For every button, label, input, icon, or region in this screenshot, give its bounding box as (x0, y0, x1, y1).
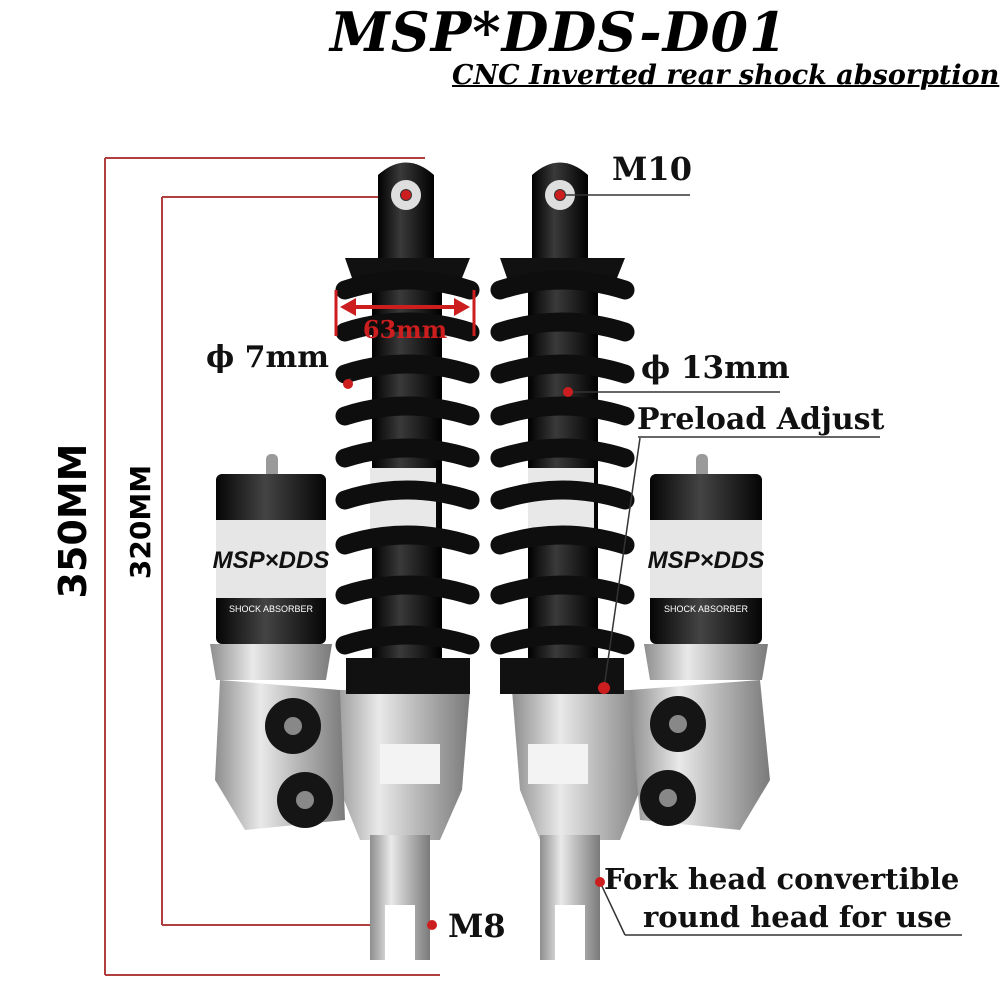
product-title: MSP*DDS-D01 (330, 0, 788, 64)
callout-dot-icon (595, 877, 605, 887)
callout-dot-icon (427, 920, 437, 930)
bottom-mount-label: M8 (448, 907, 506, 945)
callout-dot-icon (555, 190, 565, 200)
rod-diameter-label: ϕ 7mm (206, 340, 330, 375)
spring-right (490, 270, 635, 655)
spring-width-label: 63mm (363, 315, 447, 344)
shaft-diameter-label: ϕ 13mm (641, 350, 790, 386)
callout-dots (343, 190, 610, 930)
eye-to-eye-label: 320MM (124, 464, 157, 580)
top-mount-label: M10 (612, 150, 692, 188)
shock-right: MSP×DDS SHOCK ABSORBER WARNING (490, 162, 770, 960)
reservoir-brand-right: MSP×DDS (648, 547, 765, 574)
reservoir-text-right: SHOCK ABSORBER (664, 604, 749, 614)
callout-leaders (349, 194, 962, 936)
shock-left: MSP×DDS SHOCK ABSORBER WARNING (210, 162, 480, 960)
fork-head-line2: round head for use (643, 900, 952, 934)
callout-dot-icon (563, 387, 573, 397)
total-length-label: 350MM (51, 443, 95, 599)
product-subtitle: CNC Inverted rear shock absorption (452, 60, 1000, 91)
dimension-lines (104, 157, 440, 976)
callout-dot-icon (598, 682, 610, 694)
preload-adjust-label: Preload Adjust (637, 402, 885, 437)
reservoir-brand-left: MSP×DDS (213, 547, 330, 574)
callout-dot-icon (401, 190, 411, 200)
callout-dot-icon (343, 379, 353, 389)
reservoir-text-left: SHOCK ABSORBER (229, 604, 314, 614)
spring-left (335, 270, 480, 655)
fork-head-line1: Fork head convertible (604, 862, 960, 896)
spring-width-marker: 63mm (334, 290, 476, 344)
